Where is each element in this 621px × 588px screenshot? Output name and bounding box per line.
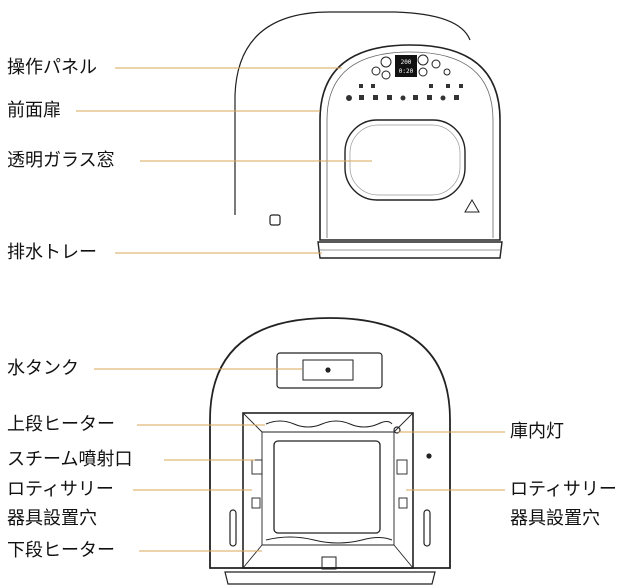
label-rotisserie-right-line2: 器具設置穴 <box>510 508 600 529</box>
mode-icon-1 <box>359 95 364 100</box>
knob-right-icon <box>417 54 429 66</box>
label-upper-heater: 上段ヒーター <box>7 414 115 435</box>
window-glass <box>344 119 466 201</box>
knob-left-small-icon <box>371 66 381 76</box>
display-line1: 200 <box>401 59 412 66</box>
knob-far-right-icon <box>431 59 441 69</box>
oven-open-body <box>209 317 451 569</box>
label-window: 透明ガラス窓 <box>7 150 115 171</box>
knob-far-right-small-icon <box>443 68 451 76</box>
label-steam-outlet: スチーム噴射口 <box>7 449 133 470</box>
oven-open-illustration <box>209 317 451 585</box>
label-interior-light: 庫内灯 <box>510 421 564 442</box>
oven-door-inner-edge <box>326 51 494 238</box>
oven-front-door <box>319 44 501 241</box>
label-rotisserie-left-line1: ロティサリー <box>7 479 114 500</box>
label-front-door: 前面扉 <box>7 100 61 121</box>
oven-base <box>224 571 436 585</box>
display-line2: 0:20 <box>399 68 414 75</box>
mode-icon-2 <box>373 95 378 100</box>
interior-light-shape <box>393 426 401 434</box>
mode-icon-11 <box>429 84 433 88</box>
mode-icon-6 <box>427 95 432 100</box>
lower-heater-coil <box>265 536 393 544</box>
water-tank-shape <box>276 352 383 389</box>
oven-rear-window <box>273 440 381 534</box>
label-drain-tray: 排水トレー <box>7 242 97 263</box>
mode-icon-4 <box>400 95 406 101</box>
mode-icon-12 <box>446 84 450 88</box>
knob-left-icon <box>380 56 392 68</box>
label-rotisserie-right-line1: ロティサリー <box>510 479 617 500</box>
mode-icon-9 <box>359 84 363 88</box>
label-lower-heater: 下段ヒーター <box>7 540 115 561</box>
mode-icon-13 <box>459 84 463 88</box>
oven-rear-foot <box>269 214 281 226</box>
knob-right-lower-icon <box>418 67 428 77</box>
label-water-tank: 水タンク <box>7 358 79 379</box>
upper-heater-coil <box>265 420 393 428</box>
rotisserie-hole-right <box>396 459 408 475</box>
mode-icon-5 <box>413 95 418 100</box>
rotisserie-hole-left <box>251 459 263 475</box>
knob-left-lower-icon <box>381 70 391 80</box>
leader-lines-lower <box>94 368 505 552</box>
mode-icon-7 <box>440 95 446 101</box>
leader-lines-upper <box>76 67 372 254</box>
oven-closed-illustration <box>234 11 503 259</box>
control-icon-row <box>346 84 463 101</box>
brand-logo-icon <box>464 199 480 213</box>
power-icon <box>346 95 352 101</box>
control-knobs <box>371 54 451 80</box>
label-rotisserie-left-line2: 器具設置穴 <box>7 508 97 529</box>
mode-icon-8 <box>454 95 459 100</box>
control-display <box>395 55 417 77</box>
mode-icon-10 <box>371 84 375 88</box>
oven-back-body <box>234 11 471 215</box>
label-control-panel: 操作パネル <box>7 57 97 78</box>
mode-icon-3 <box>387 95 392 100</box>
